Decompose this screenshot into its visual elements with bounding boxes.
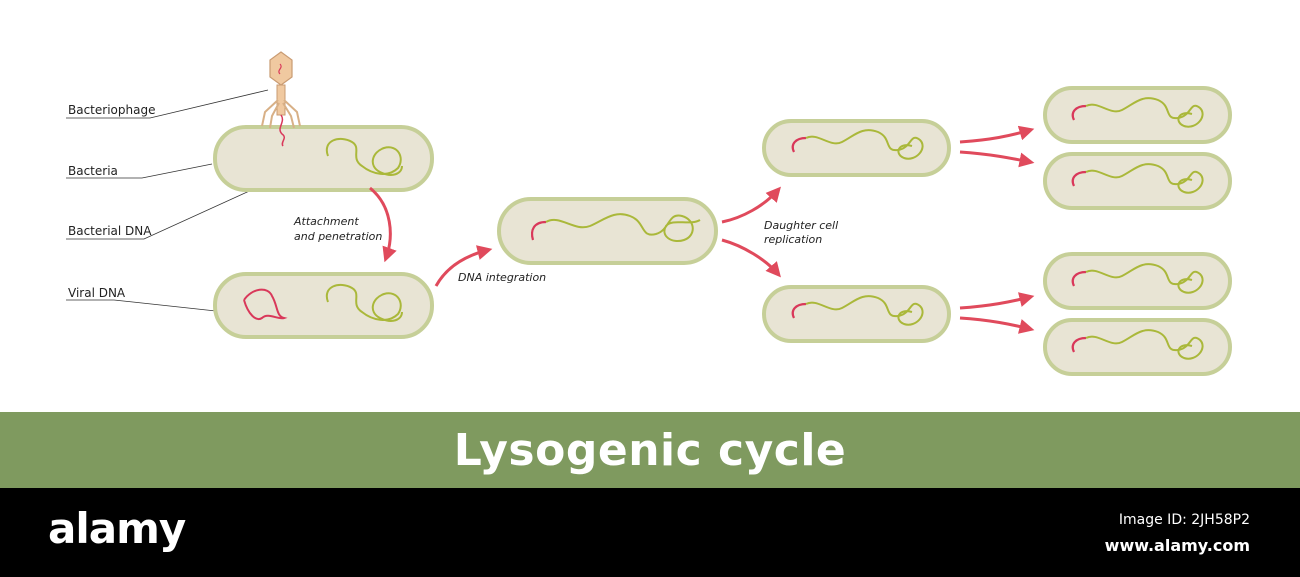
arrows-to-granddaughters bbox=[959, 125, 1035, 334]
diagram-canvas: Bacteriophage Bacteria Bacterial DNA Vir… bbox=[66, 51, 1232, 376]
viral-dna-segment bbox=[1071, 336, 1087, 353]
granddaughter-cell-3 bbox=[1043, 252, 1232, 310]
viral-dna-segment bbox=[1071, 170, 1087, 187]
note-replication-line2: replication bbox=[764, 233, 822, 246]
bacterial-dna bbox=[1085, 97, 1204, 128]
viral-dna-segment bbox=[1071, 270, 1087, 287]
phage-tail bbox=[276, 84, 286, 116]
note-attachment-line1: Attachment bbox=[293, 215, 359, 228]
bacterial-dna bbox=[325, 137, 403, 176]
arrow-integration bbox=[434, 245, 493, 287]
bacterial-dna bbox=[1085, 329, 1204, 360]
leader-bacteriophage bbox=[66, 89, 269, 119]
phage-inner-dna bbox=[278, 63, 282, 75]
daughter-cell-top bbox=[762, 119, 951, 177]
site-url: www.alamy.com bbox=[1104, 536, 1250, 555]
arrow-attachment bbox=[369, 186, 397, 263]
arrow-to-daughter-top bbox=[721, 186, 781, 224]
daughter-cell-bottom bbox=[762, 285, 951, 343]
cell-wall bbox=[213, 272, 434, 339]
note-attachment-line2: and penetration bbox=[294, 230, 382, 243]
bacteriophage bbox=[261, 51, 301, 147]
cell-wall bbox=[213, 125, 434, 192]
footer-bar: alamy Image ID: 2JH58P2 www.alamy.com bbox=[0, 488, 1300, 577]
bacterial-dna bbox=[1085, 163, 1204, 194]
cell-wall bbox=[1043, 252, 1232, 310]
cell-wall bbox=[1043, 86, 1232, 144]
cell-wall bbox=[1043, 318, 1232, 376]
granddaughter-cell-4 bbox=[1043, 318, 1232, 376]
viral-dna-loop bbox=[243, 288, 288, 320]
title-banner: Lysogenic cycle bbox=[0, 412, 1300, 488]
granddaughter-cell-2 bbox=[1043, 152, 1232, 210]
leader-lines bbox=[66, 89, 327, 317]
cell-wall bbox=[762, 119, 951, 177]
cell-wall bbox=[497, 197, 718, 265]
leader-viral-dna bbox=[66, 299, 263, 317]
label-bacteria: Bacteria bbox=[68, 164, 118, 178]
bacterium-attachment bbox=[213, 125, 434, 192]
image-id: Image ID: 2JH58P2 bbox=[1118, 512, 1250, 528]
bacterial-dna bbox=[805, 129, 924, 160]
label-viral-dna: Viral DNA bbox=[68, 286, 126, 300]
brand-logo: alamy bbox=[48, 504, 186, 553]
note-integration: DNA integration bbox=[458, 271, 546, 284]
viral-dna-segment bbox=[1071, 104, 1087, 121]
bacterial-dna bbox=[1085, 263, 1204, 294]
bacterial-dna bbox=[545, 213, 701, 242]
bacterium-integrated bbox=[497, 197, 718, 265]
phage-legs bbox=[261, 99, 301, 129]
figure-title: Lysogenic cycle bbox=[453, 424, 847, 476]
granddaughter-cell-1 bbox=[1043, 86, 1232, 144]
leader-bacteria bbox=[66, 163, 213, 179]
bacterial-dna bbox=[805, 295, 924, 326]
bacterium-viral-dna bbox=[213, 272, 434, 339]
integrated-viral-dna bbox=[530, 220, 547, 241]
arrow-to-daughter-bottom bbox=[721, 238, 781, 278]
label-bacteriophage: Bacteriophage bbox=[68, 103, 155, 117]
injected-viral-dna bbox=[279, 114, 286, 147]
viral-dna-segment bbox=[791, 136, 807, 153]
viral-dna-segment bbox=[791, 302, 807, 319]
label-bacterial-dna: Bacterial DNA bbox=[68, 224, 152, 238]
phage-head bbox=[269, 51, 293, 86]
cell-wall bbox=[1043, 152, 1232, 210]
cell-wall bbox=[762, 285, 951, 343]
bacterial-dna bbox=[325, 283, 403, 322]
note-replication-line1: Daughter cell bbox=[764, 219, 838, 232]
